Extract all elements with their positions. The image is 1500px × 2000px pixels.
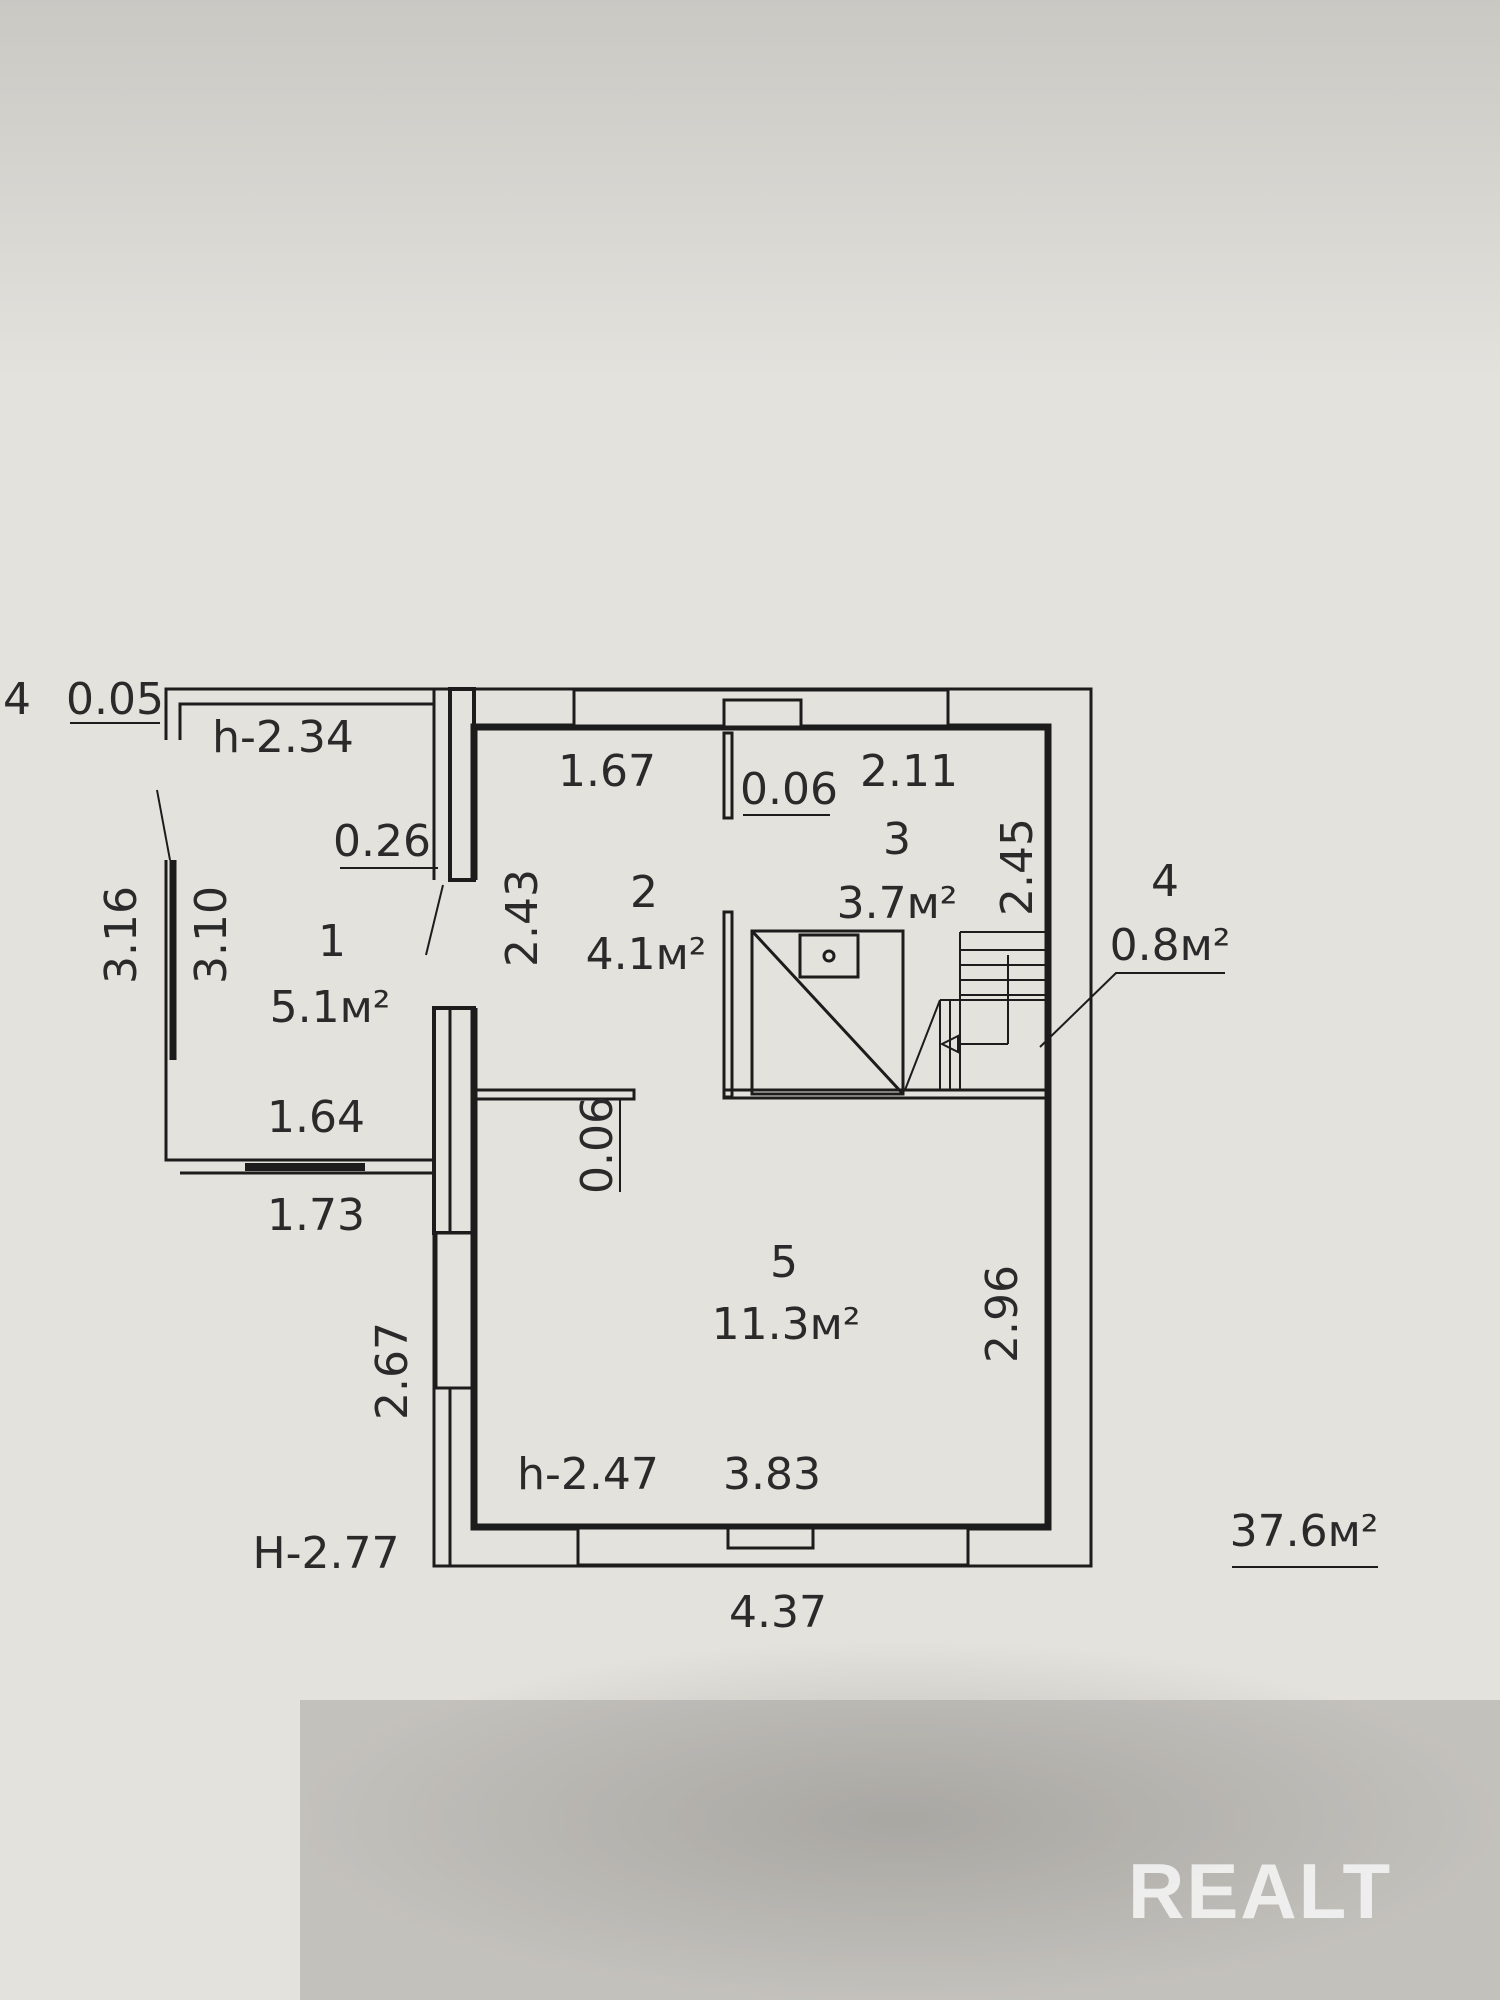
dim-door-wall: 0.26 xyxy=(333,816,431,867)
window xyxy=(726,1526,815,1550)
dim-left-wall-lower: 2.67 xyxy=(367,1322,418,1420)
dim-room5-len: 2.96 xyxy=(977,1265,1028,1363)
room4-area: 0.8м² xyxy=(1110,920,1231,971)
dim-porch-inner-width: 1.64 xyxy=(267,1092,365,1143)
top-shadow xyxy=(0,0,1500,380)
room3-number: 3 xyxy=(883,814,911,865)
windows xyxy=(434,688,970,1567)
window xyxy=(722,698,803,729)
labels: 4 0.05 h-2.34 1.67 0.06 2.11 3 3.7м² 2.4… xyxy=(3,674,1378,1638)
dim-porch-outer-width: 1.73 xyxy=(267,1190,365,1241)
sink xyxy=(798,933,860,979)
room2-area: 4.1м² xyxy=(586,929,707,980)
room2-number: 2 xyxy=(630,867,658,918)
room3-area: 3.7м² xyxy=(837,878,958,929)
dim-porch-outer-len: 3.16 xyxy=(96,886,147,984)
dim-outer-width: 4.37 xyxy=(729,1587,827,1638)
total-area: 37.6м² xyxy=(1230,1506,1379,1557)
dim-porch-inner-len: 3.10 xyxy=(186,886,237,984)
dim-room2-len: 2.43 xyxy=(497,869,548,967)
room4-number: 4 xyxy=(1151,856,1179,907)
bathtub-shower xyxy=(750,929,905,1096)
dim-room3-len: 2.45 xyxy=(992,818,1043,916)
dim-room5-width: 3.83 xyxy=(723,1449,821,1500)
room5-area: 11.3м² xyxy=(712,1299,861,1350)
partitions xyxy=(70,722,1378,1568)
outer-height: H-2.77 xyxy=(253,1528,400,1579)
dim-room2-width: 1.67 xyxy=(558,746,656,797)
room1-number: 1 xyxy=(318,916,346,967)
dim-partition-top: 0.06 xyxy=(740,764,838,815)
bottom-shadow-band xyxy=(300,1700,1500,2000)
bottom-shadow xyxy=(300,1640,1500,2000)
height-porch: h-2.34 xyxy=(212,712,354,763)
dim-partition-mid: 0.06 xyxy=(572,1096,623,1194)
room5-number: 5 xyxy=(770,1237,798,1288)
stairs xyxy=(904,931,1048,1091)
height-main: h-2.47 xyxy=(517,1449,659,1500)
window xyxy=(434,1231,474,1390)
room1-area: 5.1м² xyxy=(270,982,391,1033)
label-porch-num: 4 xyxy=(3,674,31,725)
dim-room3-width: 2.11 xyxy=(860,746,958,797)
dim-porch-wall: 0.05 xyxy=(66,674,164,725)
realt-logo-watermark: REALT xyxy=(1128,1847,1392,1935)
